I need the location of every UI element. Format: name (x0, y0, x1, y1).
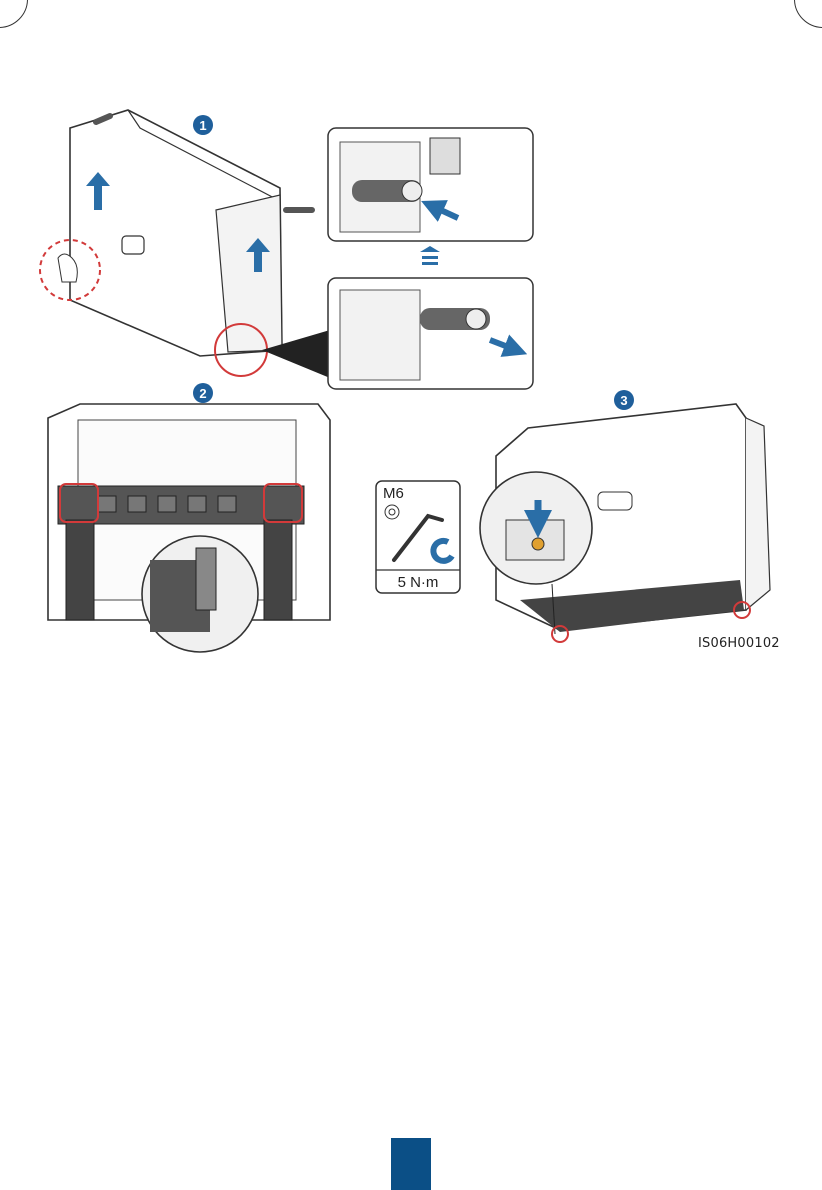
figure-code: IS06H00102 (698, 636, 780, 651)
svg-text:3: 3 (620, 393, 627, 408)
torque-value-label: 5 N·m (398, 574, 439, 591)
svg-text:2: 2 (199, 386, 206, 401)
torque-tool-box: M6 5 N·m (376, 481, 460, 593)
step-badge-1: 1 (193, 115, 213, 135)
step3-illustration (480, 404, 770, 642)
step-badge-2: 2 (193, 383, 213, 403)
step-badge-3: 3 (614, 390, 634, 410)
step-arrow-icon (420, 246, 440, 265)
bolt-size-label: M6 (383, 485, 404, 502)
step1-illustration (40, 110, 533, 389)
page-number-tab (391, 1138, 431, 1190)
svg-text:1: 1 (199, 118, 206, 133)
installation-figure: M6 5 N·m 1 2 3 (0, 0, 822, 700)
step2-illustration (48, 404, 330, 652)
